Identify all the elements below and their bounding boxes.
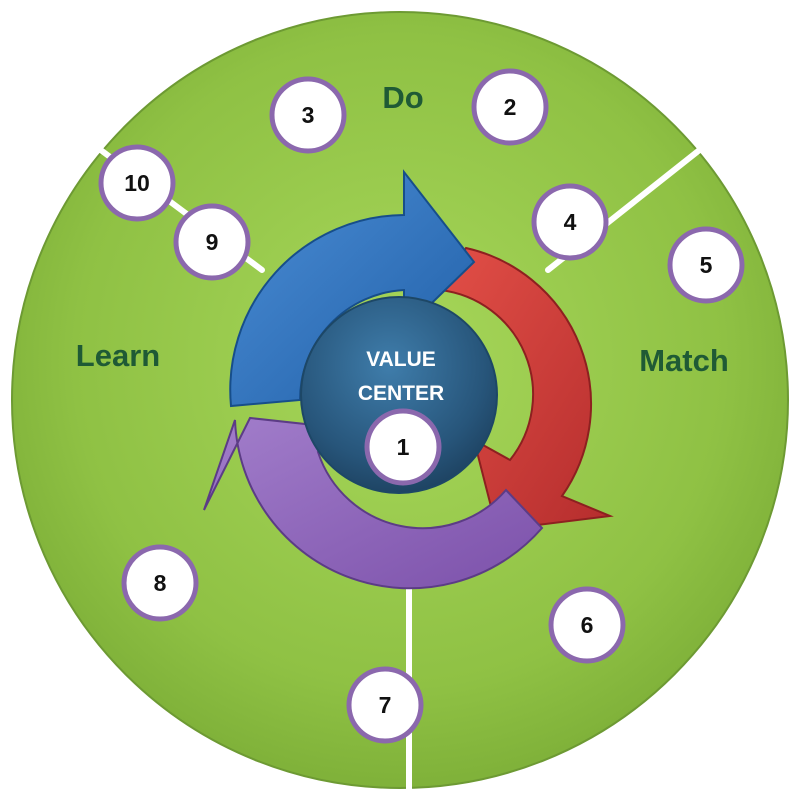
marker-number: 5 — [700, 252, 713, 278]
marker-ring — [346, 666, 424, 744]
marker-number: 2 — [504, 94, 517, 120]
cycle-arrow-red — [438, 246, 614, 532]
marker-ring — [531, 183, 609, 261]
center-label-line1: VALUE — [366, 348, 436, 371]
marker-3: 3 — [269, 76, 347, 154]
marker-ring — [173, 203, 251, 281]
marker-8: 8 — [121, 544, 199, 622]
marker-2: 2 — [471, 68, 549, 146]
marker-ring — [364, 408, 442, 486]
marker-9: 9 — [173, 203, 251, 281]
value-center-hub — [300, 296, 498, 494]
marker-number: 10 — [124, 170, 150, 196]
marker-number: 4 — [564, 209, 577, 235]
sector-label-do: Do — [382, 80, 423, 115]
sector-label-match: Match — [639, 343, 729, 378]
marker-ring — [667, 226, 745, 304]
marker-7: 7 — [346, 666, 424, 744]
marker-10: 10 — [98, 144, 176, 222]
cycle-arrow-purple — [203, 416, 544, 590]
marker-1: 1 — [364, 408, 442, 486]
marker-ring — [121, 544, 199, 622]
marker-ring — [548, 586, 626, 664]
marker-number: 3 — [302, 102, 315, 128]
sector-label-learn: Learn — [76, 338, 160, 373]
marker-5: 5 — [667, 226, 745, 304]
marker-number: 8 — [154, 570, 167, 596]
marker-number: 7 — [379, 692, 392, 718]
marker-number: 6 — [581, 612, 594, 638]
marker-number: 9 — [206, 229, 219, 255]
center-label-line2: CENTER — [358, 382, 444, 405]
marker-number: 1 — [397, 434, 410, 460]
marker-ring — [269, 76, 347, 154]
marker-6: 6 — [548, 586, 626, 664]
marker-ring — [471, 68, 549, 146]
marker-4: 4 — [531, 183, 609, 261]
marker-ring — [98, 144, 176, 222]
